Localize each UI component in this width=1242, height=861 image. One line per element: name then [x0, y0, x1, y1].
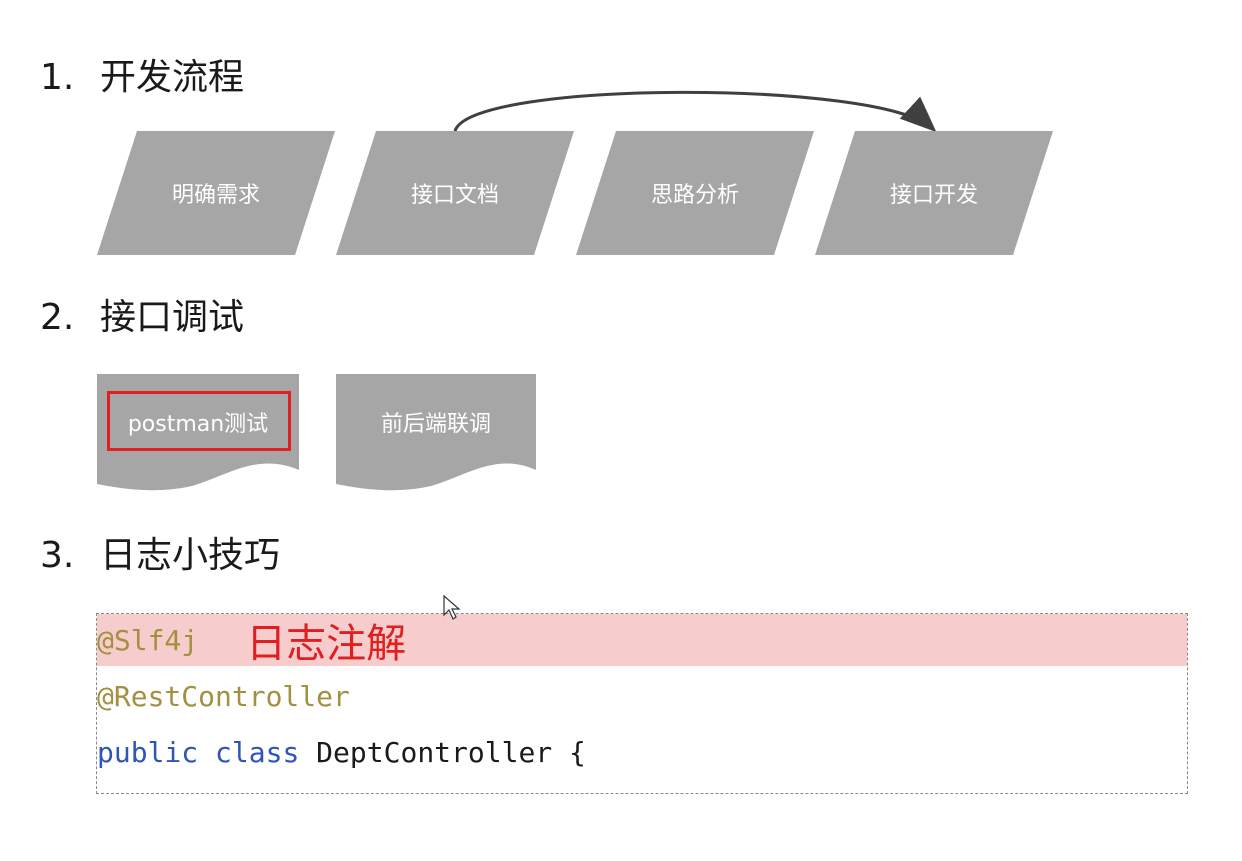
restcontroller-annotation: @RestController — [97, 679, 350, 713]
flow-step-label: 思路分析 — [650, 183, 739, 208]
class-declaration: DeptController { — [316, 735, 586, 769]
highlighted-line — [97, 614, 1187, 666]
section-title: 开发流程 — [100, 57, 245, 98]
section-1-heading: 1. 开发流程 — [40, 58, 244, 98]
flow-step-requirements: 明确需求 — [97, 131, 335, 255]
mouse-cursor-icon — [443, 595, 461, 620]
debug-item-postman: postman测试 — [97, 374, 299, 494]
code-line-2: @RestController — [97, 670, 350, 722]
section-title: 接口调试 — [100, 297, 245, 338]
keyword-public: public — [97, 735, 199, 769]
document-shape — [336, 374, 536, 491]
section-number: 3. — [40, 535, 75, 576]
flow-step-label: 明确需求 — [171, 183, 260, 208]
section-3-heading: 3. 日志小技巧 — [40, 536, 280, 576]
flow-step-development: 接口开发 — [815, 131, 1053, 255]
flow-arrow — [453, 90, 937, 133]
flow-step-label: 接口开发 — [889, 183, 978, 208]
code-line-3: public class DeptController { — [97, 726, 586, 778]
document-shape — [97, 374, 299, 491]
section-title: 日志小技巧 — [100, 535, 281, 576]
debug-item-label: 前后端联调 — [380, 411, 491, 437]
debug-item-label: postman测试 — [127, 411, 269, 437]
debug-item-integration: 前后端联调 — [336, 374, 536, 494]
code-line-1: @Slf4j 日志注解 — [97, 614, 407, 667]
highlight-box — [107, 391, 291, 451]
slf4j-annotation: @Slf4j — [97, 623, 199, 657]
flow-step-analysis: 思路分析 — [576, 131, 814, 255]
section-number: 1. — [40, 57, 75, 98]
code-block: @Slf4j 日志注解 @RestController public class… — [96, 613, 1188, 794]
section-2-heading: 2. 接口调试 — [40, 298, 244, 338]
flow-step-label: 接口文档 — [410, 183, 499, 208]
section-number: 2. — [40, 297, 75, 338]
flow-step-api-doc: 接口文档 — [336, 131, 574, 255]
log-annotation-note: 日志注解 — [246, 621, 407, 667]
keyword-class: class — [215, 735, 300, 769]
